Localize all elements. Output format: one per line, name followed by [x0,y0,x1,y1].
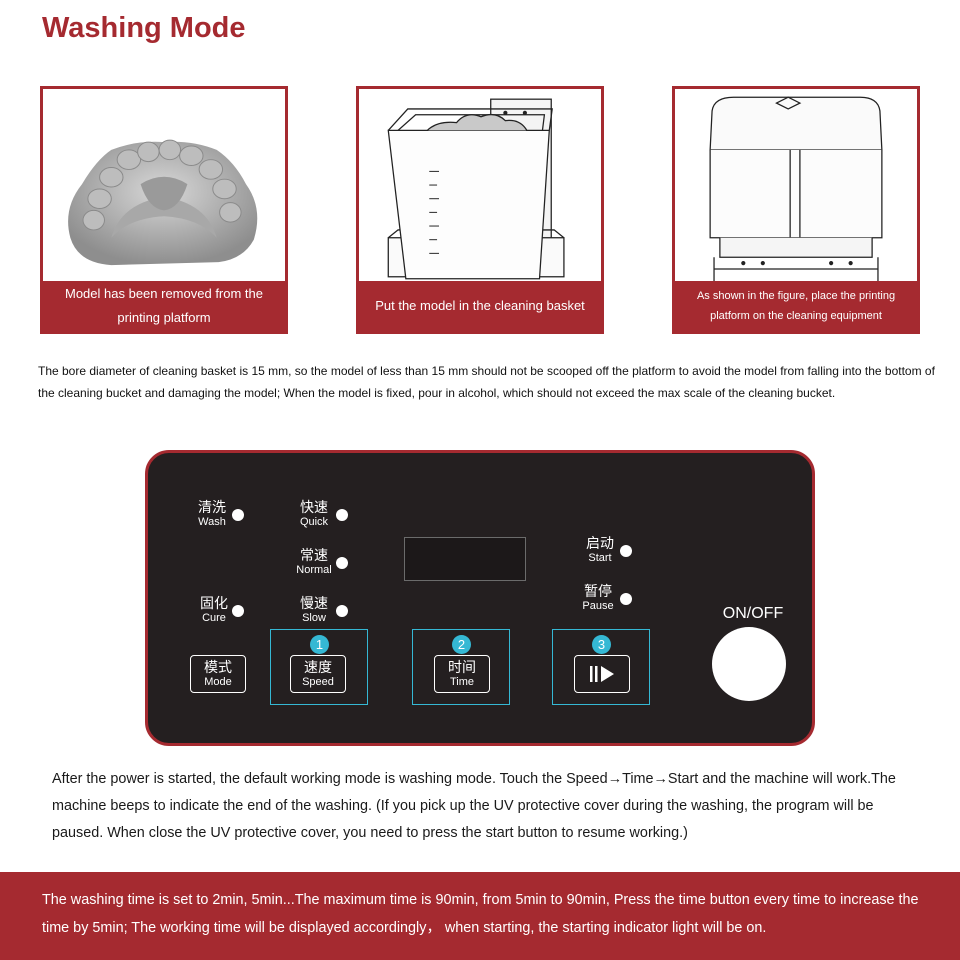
step-caption-3: As shown in the figure, place the printi… [675,281,917,331]
quick-indicator-light [336,509,348,521]
normal-indicator-light [336,557,348,569]
cleaning-machine-image [675,89,917,285]
step-number-1: 1 [310,635,329,654]
step-3-frame [552,629,650,705]
basket-note: The bore diameter of cleaning basket is … [38,364,935,400]
power-button[interactable] [712,627,786,701]
step-number-2: 2 [452,635,471,654]
cure-indicator-light [232,605,244,617]
page-title: Washing Mode [42,12,246,44]
wash-indicator-light [232,509,244,521]
step-2-frame [412,629,510,705]
footer-banner: The washing time is set to 2min, 5min...… [0,872,960,960]
slow-indicator-light [336,605,348,617]
cleaning-basket-image [359,89,601,285]
start-indicator-light [620,545,632,557]
time-display [404,537,526,581]
step-number-3: 3 [592,635,611,654]
step-1-frame [270,629,368,705]
pause-indicator-light [620,593,632,605]
step-caption-2: Put the model in the cleaning basket [359,281,601,331]
start-pause-button[interactable] [574,655,630,693]
step-caption-1: Model has been removed from the printing… [43,281,285,331]
dental-model-image [43,89,285,285]
footer-text: The washing time is set to 2min, 5min...… [42,892,919,936]
step-card-2: Put the model in the cleaning basket [356,86,604,334]
step-card-3: As shown in the figure, place the printi… [672,86,920,334]
play-pause-icon [590,666,614,682]
operation-description: After the power is started, the default … [52,771,896,841]
step-card-1: Model has been removed from the printing… [40,86,288,334]
onoff-label: ON/OFF [722,605,784,622]
